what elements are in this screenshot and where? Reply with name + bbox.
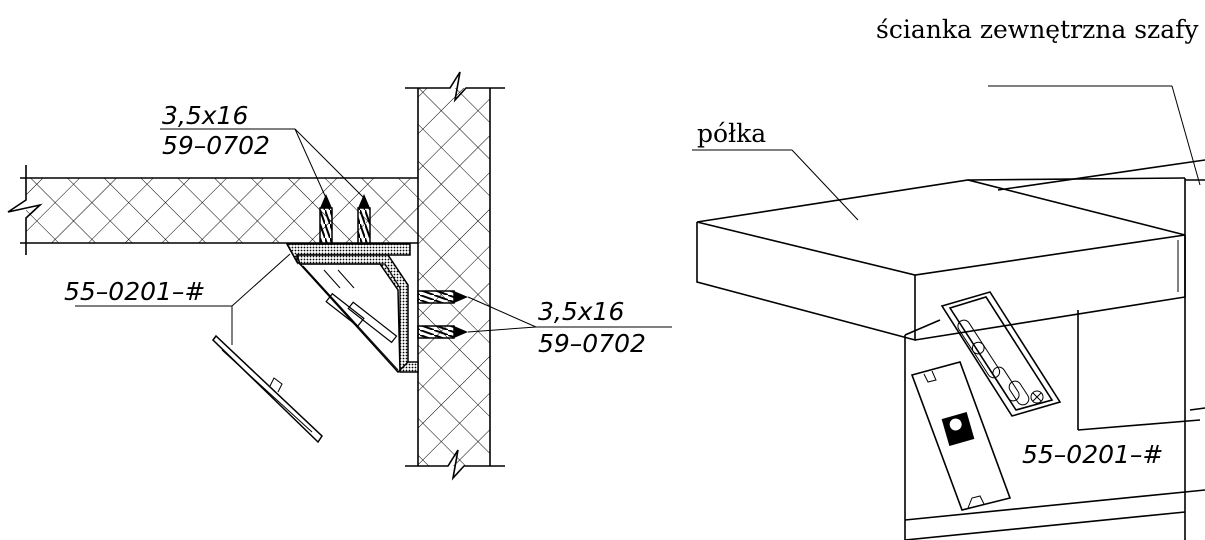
bracket-screw-head: [1030, 390, 1044, 404]
bracket-perspective: [940, 291, 1062, 417]
section-view: 3,5x16 59–0702 55–0201–# 3,5x16 59–0702: [7, 71, 672, 481]
bracket-section: [285, 243, 419, 374]
screw-vertical-1: [319, 194, 333, 245]
wall-label: ścianka zewnętrzna szafy: [876, 15, 1199, 44]
screw-side-size-label: 3,5x16: [538, 297, 624, 326]
screw-horizontal-2: [417, 325, 468, 339]
screw-side-code-label: 59–0702: [538, 329, 646, 358]
bracket-ribs: [957, 319, 1030, 406]
shelf-label: półka: [697, 119, 766, 148]
screw-vertical-2: [357, 194, 371, 245]
leader-lines-perspective: [692, 85, 1201, 221]
cover-plate-perspective: [910, 361, 1012, 511]
bracket-code-label-perspective: 55–0201–#: [1022, 440, 1163, 469]
shelf-perspective: [696, 177, 1186, 342]
bracket-code-label: 55–0201–#: [64, 277, 205, 306]
screw-horizontal-1: [417, 290, 468, 304]
wall-perspective: [904, 159, 1205, 540]
leader-lines-section: [75, 128, 672, 345]
cover-plate: [212, 334, 323, 444]
shelf-panel-section: [7, 165, 418, 255]
perspective-view: ścianka zewnętrzna szafy półka 55–0201–#: [692, 15, 1205, 540]
wall-panel-section: [405, 71, 505, 481]
screw-top-code-label: 59–0702: [162, 131, 270, 160]
screw-top-size-label: 3,5x16: [162, 101, 248, 130]
